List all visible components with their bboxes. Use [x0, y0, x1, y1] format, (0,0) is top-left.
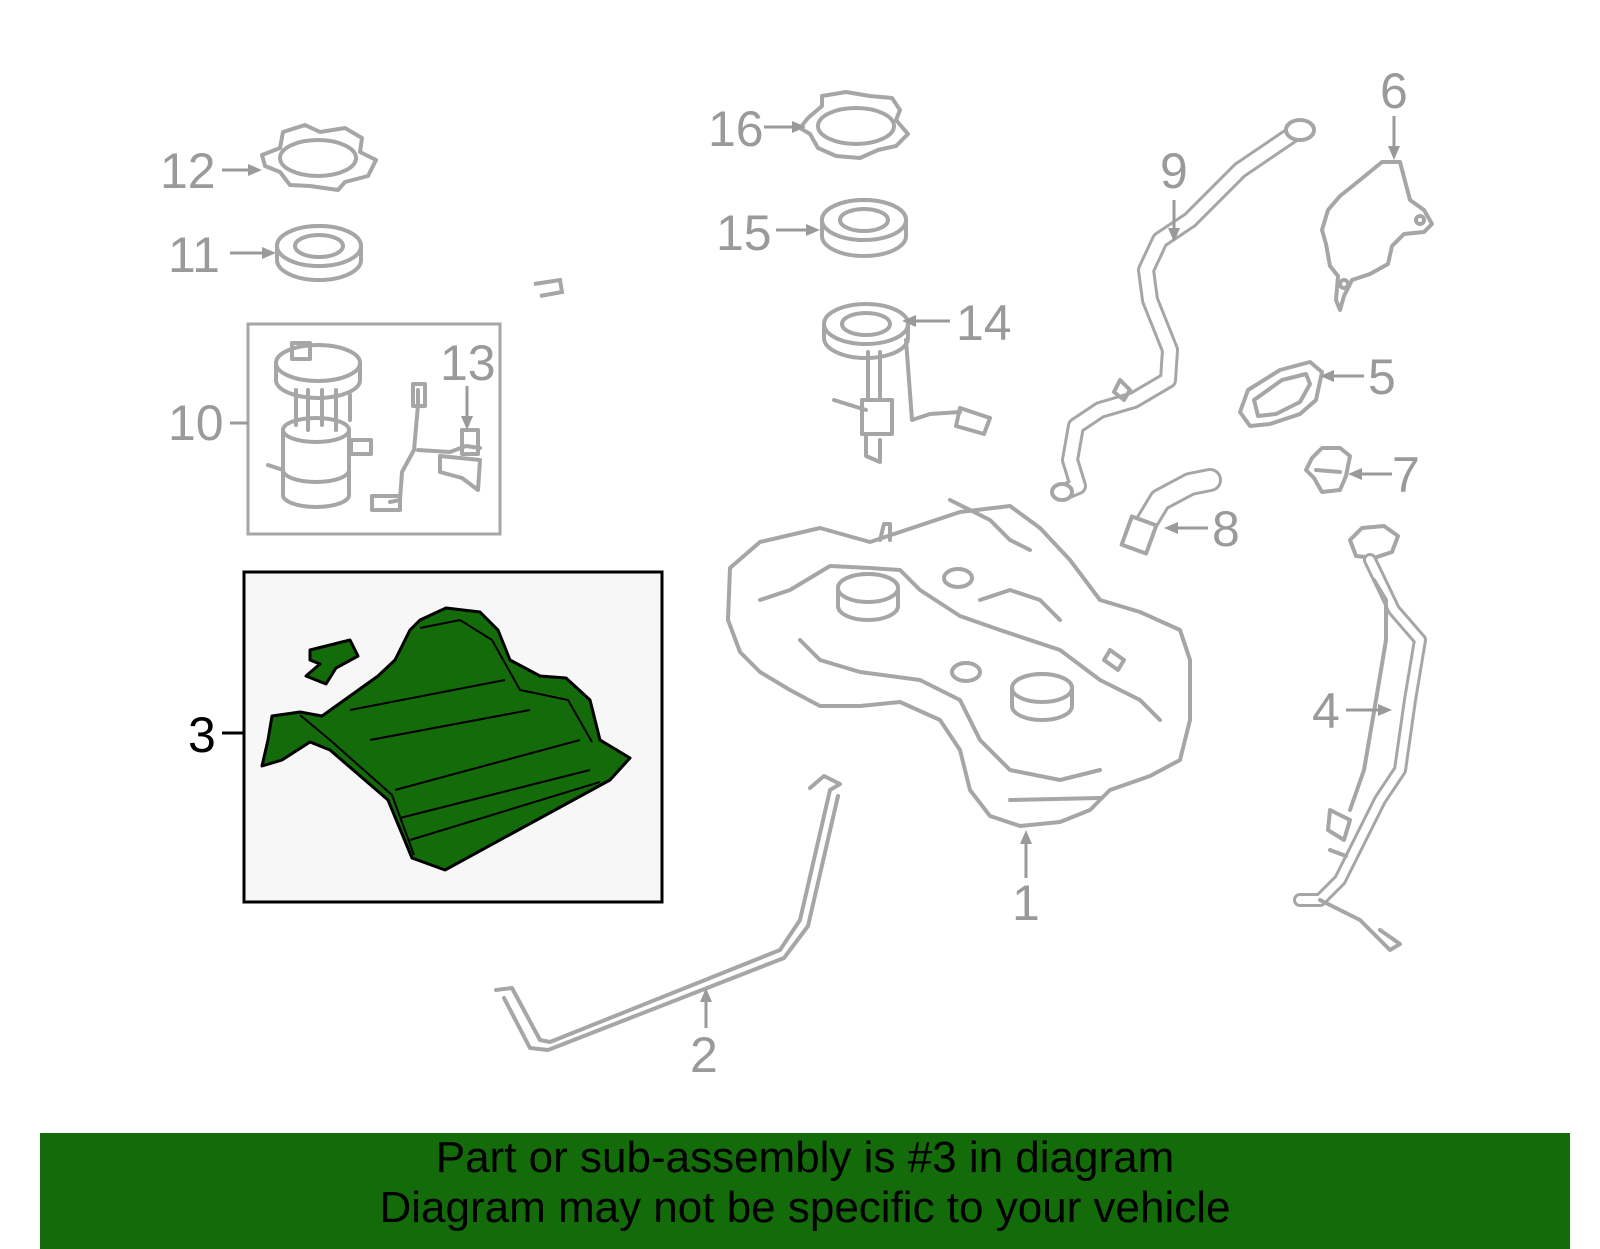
callout-15: 15: [716, 205, 820, 261]
part-4-filler-pipe[interactable]: [1293, 524, 1427, 952]
callout-10: 10: [168, 395, 248, 451]
part-15-seal[interactable]: [820, 198, 908, 258]
callout-13: 13: [440, 335, 496, 430]
callout-label-12: 12: [160, 143, 216, 199]
callout-label-3: 3: [188, 707, 216, 763]
part-1-fuel-tank[interactable]: [726, 498, 1192, 828]
info-banner: Part or sub-assembly is #3 in diagram Di…: [40, 1133, 1570, 1249]
callout-label-6: 6: [1380, 63, 1408, 119]
part-16-lock-ring[interactable]: [798, 90, 910, 160]
part-6-bracket[interactable]: [1320, 160, 1434, 312]
callout-2: 2: [690, 988, 718, 1083]
callout-1: 1: [1012, 830, 1040, 931]
callout-9: 9: [1160, 143, 1188, 242]
callout-3: 3: [188, 707, 244, 763]
part-3-heat-shield[interactable]: [260, 606, 632, 872]
callout-4: 4: [1312, 683, 1392, 739]
part-7-fuel-cap[interactable]: [1304, 446, 1352, 494]
part-11-seal[interactable]: [275, 224, 363, 282]
callout-label-7: 7: [1392, 447, 1420, 503]
part-9-vent-hose[interactable]: [1050, 118, 1316, 502]
part-12-lock-ring[interactable]: [260, 123, 378, 192]
callout-6: 6: [1380, 63, 1408, 160]
callout-label-1: 1: [1012, 875, 1040, 931]
callout-label-9: 9: [1160, 143, 1188, 199]
callout-label-2: 2: [690, 1027, 718, 1083]
callout-14: 14: [902, 295, 1012, 351]
callout-label-5: 5: [1368, 349, 1396, 405]
callout-5: 5: [1320, 349, 1396, 405]
callout-8: 8: [1164, 501, 1240, 557]
part-2-tank-strap[interactable]: [494, 774, 842, 1052]
callout-label-14: 14: [956, 295, 1012, 351]
callout-11: 11: [168, 227, 276, 283]
callout-label-16: 16: [708, 101, 764, 157]
part-10-fuel-pump-module[interactable]: [246, 322, 502, 536]
part-8-hose[interactable]: [1119, 468, 1222, 556]
banner-line-1: Part or sub-assembly is #3 in diagram: [435, 1133, 1175, 1182]
callout-label-13: 13: [440, 335, 496, 391]
callout-label-8: 8: [1212, 501, 1240, 557]
banner-line-2: Diagram may not be specific to your vehi…: [379, 1183, 1231, 1232]
callout-16: 16: [708, 101, 806, 157]
part-5-gasket[interactable]: [1238, 360, 1324, 428]
callout-label-10: 10: [168, 395, 224, 451]
part-14-fuel-sender[interactable]: [517, 269, 992, 464]
callout-12: 12: [160, 143, 262, 199]
callout-label-11: 11: [168, 227, 220, 283]
callout-label-15: 15: [716, 205, 772, 261]
callout-7: 7: [1348, 447, 1420, 503]
callout-label-4: 4: [1312, 683, 1340, 739]
part-13-wiring-harness[interactable]: [370, 382, 482, 512]
